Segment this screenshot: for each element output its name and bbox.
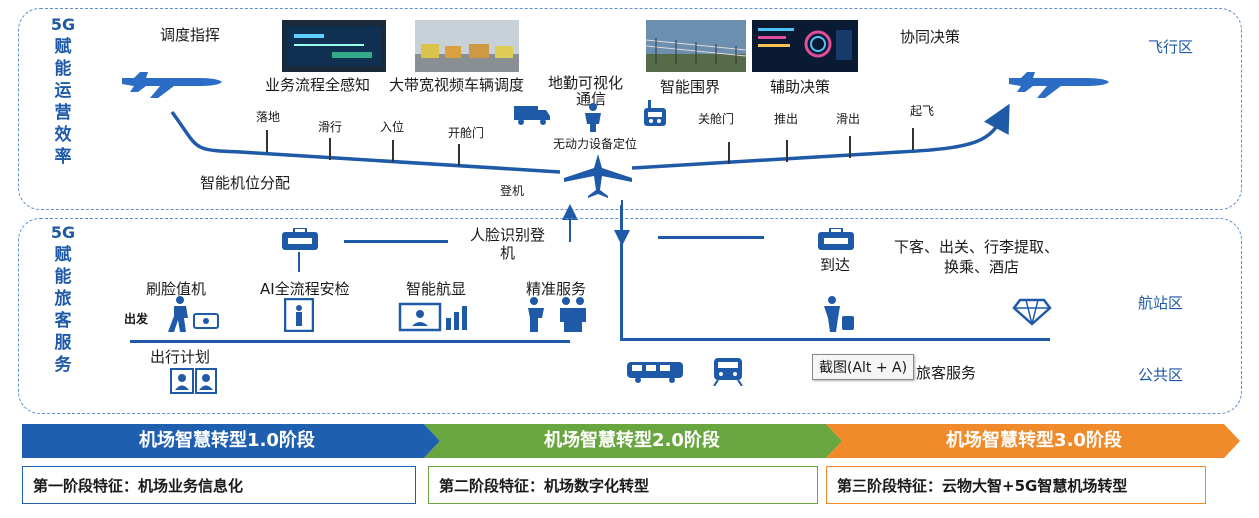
operations-panel (18, 8, 1242, 210)
stage-1-title: 机场智慧转型1.0阶段 (139, 430, 315, 451)
tick-open-door (458, 144, 460, 166)
luggage-icon (282, 228, 318, 250)
airplane-icon (1009, 72, 1109, 98)
collab-decision-label: 协同决策 (900, 28, 961, 46)
process-awareness-label: 业务流程全感知 (265, 76, 371, 94)
smart-fence-label: 智能围界 (660, 78, 721, 96)
arrival-line (620, 338, 1050, 341)
truck-icon (514, 106, 550, 125)
tick-takeoff (912, 128, 914, 150)
passenger-panel (18, 218, 1242, 414)
security-stem (298, 252, 300, 272)
dispatch-label: 调度指挥 (160, 26, 221, 44)
radio-icon (644, 100, 666, 126)
side-title-char: 赋 (54, 245, 72, 265)
side-title-char: 旅 (54, 289, 72, 309)
tick-label-takeoff: 起飞 (910, 104, 935, 118)
stage-2-title: 机场智慧转型2.0阶段 (544, 430, 720, 451)
passenger-side-title: 5G 赋 能 旅 客 服 务 (50, 222, 76, 376)
side-title-char: 赋 (54, 37, 72, 57)
stage-3-title: 机场智慧转型3.0阶段 (946, 430, 1122, 451)
diamond-icon (1012, 298, 1052, 326)
arrival-vertical-line (620, 205, 623, 340)
zone-public: 公共区 (1138, 366, 1184, 384)
departure-line (130, 340, 570, 343)
tick-label-pushback: 推出 (774, 112, 799, 126)
airplane-icon (122, 72, 222, 98)
tick-label-in-position: 入位 (380, 120, 405, 134)
tick-label-landing: 落地 (256, 110, 281, 124)
stage-3-feature: 第三阶段特征：云物大智+5G智慧机场转型 (826, 466, 1206, 504)
face-checkin-label: 刷脸值机 (146, 280, 207, 298)
side-title-char: 运 (54, 81, 72, 101)
airplane-icon (564, 154, 632, 198)
assist-decision-label: 辅助决策 (770, 78, 831, 96)
side-title-char: 率 (54, 147, 72, 167)
side-title-char: 5G (50, 223, 76, 242)
tick-in-position (392, 140, 394, 162)
precise-service-label: 精准服务 (526, 280, 587, 298)
vehicle-video-image (415, 20, 519, 72)
gse-locate-label: 无动力设备定位 (553, 137, 638, 151)
gate-allocation-label: 智能机位分配 (200, 174, 291, 192)
scanner-icon (284, 298, 314, 332)
operations-side-title: 5G 赋 能 运 营 效 率 (50, 14, 76, 168)
tick-label-taxi-out: 滑出 (836, 112, 861, 126)
stage-2-feature: 第二阶段特征：机场数字化转型 (428, 466, 818, 504)
luggage-icon (818, 228, 854, 250)
side-title-char: 能 (54, 59, 72, 79)
process-screen-image (282, 20, 386, 72)
arrival-label: 到达 (820, 256, 851, 274)
tick-label-boarding: 登机 (500, 184, 525, 198)
ground-comm-label-2: 通信 (576, 90, 607, 108)
train-icon (713, 358, 743, 386)
worker-icon (585, 103, 601, 132)
side-title-char: 服 (54, 333, 72, 353)
side-title-char: 营 (54, 103, 72, 123)
vehicle-dispatch-label: 大带宽视频车辆调度 (389, 76, 525, 94)
arrival-services-label-1: 下客、出关、行李提取、 (894, 238, 1060, 256)
side-title-char: 客 (54, 311, 72, 331)
arrival-connector (658, 236, 764, 239)
side-title-char: 效 (54, 125, 72, 145)
display-icon (398, 302, 467, 332)
departure-label: 出发 (124, 312, 149, 326)
tick-taxi (329, 138, 331, 160)
tick-pushback (786, 140, 788, 162)
security-connector (344, 240, 448, 243)
smart-display-label: 智能航显 (406, 280, 467, 298)
ground-comm-label-1: 地勤可视化 (548, 74, 624, 92)
face-boarding-label-1: 人脸识别登 (470, 226, 546, 244)
side-title-char: 务 (54, 355, 72, 375)
service-icon (528, 297, 586, 332)
travel-plan-label: 出行计划 (150, 348, 211, 366)
id-card-icon (170, 368, 217, 394)
face-boarding-label-2: 机 (500, 244, 516, 262)
screenshot-tooltip: 截图(Alt + A) (812, 354, 915, 380)
stage-banners (22, 424, 1240, 458)
zone-airside: 飞行区 (1148, 38, 1194, 56)
zone-terminal: 航站区 (1138, 294, 1184, 312)
tick-label-taxi: 滑行 (318, 120, 343, 134)
side-title-char: 5G (50, 15, 76, 34)
tick-label-open-door: 开舱门 (448, 126, 485, 140)
walker-icon (168, 296, 219, 332)
passenger-service-label: 旅客服务 (916, 364, 977, 382)
arrival-services-label-2: 换乘、酒店 (944, 258, 1020, 276)
decision-dashboard-image (752, 20, 858, 72)
tick-close-door (728, 142, 730, 164)
tick-landing (266, 130, 268, 152)
ai-security-label: AI全流程安检 (260, 280, 350, 298)
tick-taxi-out (849, 136, 851, 158)
tick-label-close-door: 关舱门 (698, 112, 735, 126)
bus-icon (627, 362, 683, 383)
perimeter-fence-image (646, 20, 746, 72)
stage-1-feature: 第一阶段特征：机场业务信息化 (22, 466, 416, 504)
walker-icon (824, 296, 854, 332)
side-title-char: 能 (54, 267, 72, 287)
